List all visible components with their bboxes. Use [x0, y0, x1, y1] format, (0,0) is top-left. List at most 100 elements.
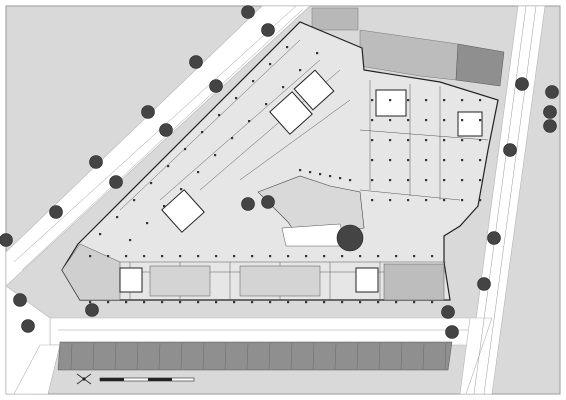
tree-icon [543, 119, 557, 133]
south-road [49, 317, 471, 346]
column-mark [425, 99, 428, 102]
column-mark [461, 119, 464, 122]
column-mark [233, 255, 236, 258]
parking-strip [57, 341, 453, 371]
column-mark [215, 255, 218, 258]
tree-icon [515, 77, 529, 91]
column-mark [371, 99, 374, 102]
column-mark [107, 301, 110, 304]
column-mark [233, 301, 236, 304]
column-mark [425, 159, 428, 162]
tree-icon [189, 55, 203, 69]
legend [76, 373, 195, 385]
tree-icon [441, 305, 455, 319]
column-mark [443, 179, 446, 182]
column-mark [461, 199, 464, 202]
column-mark [287, 301, 290, 304]
column-mark [214, 154, 217, 157]
tree-icon [0, 233, 13, 247]
column-mark [269, 301, 272, 304]
column-mark [395, 255, 398, 258]
column-mark [143, 301, 146, 304]
column-mark [319, 173, 322, 176]
tree-icon [487, 231, 501, 245]
column-mark [413, 301, 416, 304]
column-mark [479, 199, 482, 202]
column-mark [251, 301, 254, 304]
column-mark [359, 255, 362, 258]
column-mark [323, 255, 326, 258]
column-mark [299, 169, 302, 172]
tree-icon [477, 277, 491, 291]
column-mark [443, 199, 446, 202]
column-mark [389, 139, 392, 142]
column-mark [248, 120, 251, 123]
column-mark [377, 301, 380, 304]
parking-bay-line [136, 342, 139, 370]
column-mark [215, 301, 218, 304]
column-mark [197, 171, 200, 174]
parking-bay-line [422, 342, 425, 370]
structural-columns [89, 46, 482, 304]
column-mark [389, 159, 392, 162]
column-mark [443, 119, 446, 122]
column-mark [479, 159, 482, 162]
parking-bay-line [92, 342, 95, 370]
parking-bay-line [444, 342, 447, 370]
column-mark [235, 97, 238, 100]
tree-icon [159, 123, 173, 137]
column-mark [146, 222, 149, 225]
column-mark [184, 148, 187, 151]
column-mark [407, 139, 410, 142]
parking-bay-line [400, 342, 403, 370]
column-mark [269, 63, 272, 66]
road-edge-lines [13, 5, 537, 395]
column-mark [479, 179, 482, 182]
column-mark [371, 119, 374, 122]
column-mark [443, 159, 446, 162]
column-mark [425, 179, 428, 182]
tree-icon [209, 79, 223, 93]
column-mark [231, 137, 234, 140]
column-mark [163, 205, 166, 208]
column-mark [479, 119, 482, 122]
column-mark [265, 103, 268, 106]
parking-bay-line [202, 342, 205, 370]
parking-bay-line [312, 342, 315, 370]
tree-icon [13, 293, 27, 307]
column-mark [161, 255, 164, 258]
tree-icon [85, 303, 99, 317]
column-mark [309, 171, 312, 174]
column-mark [407, 99, 410, 102]
tree-icon [503, 143, 517, 157]
column-mark [371, 199, 374, 202]
column-mark [349, 179, 352, 182]
column-mark [425, 199, 428, 202]
column-mark [252, 80, 255, 83]
parking-bay-line [268, 342, 271, 370]
column-mark [179, 255, 182, 258]
column-mark [425, 119, 428, 122]
parking-bay-line [290, 342, 293, 370]
parking-bay-line [246, 342, 249, 370]
building-cores [119, 69, 483, 293]
column-mark [282, 86, 285, 89]
column-mark [305, 255, 308, 258]
column-mark [269, 255, 272, 258]
column-mark [461, 159, 464, 162]
column-mark [425, 139, 428, 142]
column-mark [407, 119, 410, 122]
column-mark [407, 179, 410, 182]
column-mark [323, 301, 326, 304]
scale-bar-icon [99, 377, 195, 382]
column-mark [371, 179, 374, 182]
column-mark [431, 255, 434, 258]
column-mark [389, 119, 392, 122]
column-mark [461, 139, 464, 142]
column-mark [407, 199, 410, 202]
trees [0, 5, 559, 339]
column-mark [479, 99, 482, 102]
column-mark [197, 301, 200, 304]
column-mark [461, 99, 464, 102]
